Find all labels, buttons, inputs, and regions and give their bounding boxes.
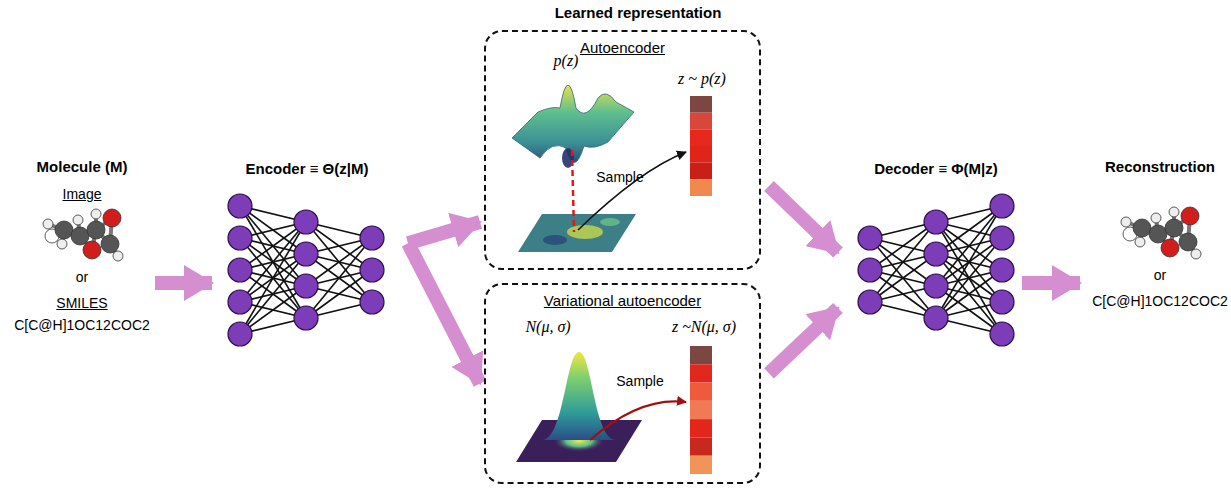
smiles-string: C[C@H]1OC12COC2 bbox=[1092, 292, 1228, 310]
node-heading: Variational autoencoder bbox=[486, 292, 759, 309]
latent-cell bbox=[690, 364, 712, 382]
latent-cell bbox=[690, 146, 712, 163]
atom bbox=[1121, 217, 1131, 227]
atom bbox=[1191, 249, 1201, 259]
node-heading: Autoencoder bbox=[486, 39, 759, 56]
atom bbox=[101, 235, 119, 253]
math-label: p(z) bbox=[554, 52, 579, 70]
atom bbox=[1169, 207, 1179, 217]
neuron bbox=[360, 258, 384, 282]
latent-cell bbox=[690, 179, 712, 196]
atom bbox=[83, 241, 101, 259]
neuron bbox=[858, 258, 882, 282]
atom bbox=[1135, 237, 1145, 247]
latent-cell bbox=[690, 419, 712, 437]
section-heading: Learned representation bbox=[555, 4, 722, 22]
atom bbox=[113, 251, 123, 261]
atom bbox=[91, 209, 101, 219]
flow-arrow bbox=[769, 186, 838, 253]
node-heading: Decoder ≡ Φ(M|z) bbox=[842, 160, 1030, 177]
neuron bbox=[990, 258, 1014, 282]
atom bbox=[1165, 219, 1183, 237]
flow-arrow bbox=[408, 222, 480, 243]
or-text: or bbox=[76, 268, 88, 286]
neuron bbox=[924, 210, 948, 234]
latent-cell bbox=[690, 456, 712, 474]
atom bbox=[1181, 207, 1199, 225]
latent-cell bbox=[690, 163, 712, 180]
sample-label: Sample bbox=[596, 168, 643, 186]
input-heading: Molecule (M) bbox=[37, 158, 128, 176]
math-label: z ~N(μ, σ) bbox=[672, 318, 736, 336]
neuron bbox=[990, 226, 1014, 250]
atom bbox=[1133, 219, 1151, 237]
decoder-network: Decoder ≡ Φ(M|z) bbox=[842, 160, 1030, 345]
neuron bbox=[228, 258, 252, 282]
neuron bbox=[294, 274, 318, 298]
neuron bbox=[990, 290, 1014, 314]
neuron bbox=[228, 194, 252, 218]
atom bbox=[71, 227, 89, 245]
latent-cell bbox=[690, 401, 712, 419]
encoder-network: Encoder ≡ Θ(z|M) bbox=[214, 160, 400, 345]
latent-cell bbox=[690, 437, 712, 455]
neuron bbox=[924, 306, 948, 330]
atom bbox=[1161, 239, 1179, 257]
latent-cell bbox=[690, 113, 712, 130]
atom bbox=[73, 215, 83, 225]
or-text: or bbox=[1154, 266, 1166, 284]
atom bbox=[55, 221, 73, 239]
neuron bbox=[924, 242, 948, 266]
atom bbox=[87, 221, 105, 239]
neuron bbox=[360, 290, 384, 314]
flow-arrow bbox=[408, 243, 480, 383]
smiles-string: C[C@H]1OC12COC2 bbox=[14, 316, 150, 334]
neuron bbox=[858, 290, 882, 314]
neuron bbox=[228, 322, 252, 346]
latent-cell bbox=[690, 129, 712, 146]
atom bbox=[1179, 233, 1197, 251]
latent-cell bbox=[690, 383, 712, 401]
output-heading: Reconstruction bbox=[1105, 158, 1215, 176]
latent-cell bbox=[690, 346, 712, 364]
neuron bbox=[228, 290, 252, 314]
neuron bbox=[990, 322, 1014, 346]
neuron bbox=[228, 226, 252, 250]
neuron bbox=[360, 226, 384, 250]
atom bbox=[43, 219, 53, 229]
neuron bbox=[990, 194, 1014, 218]
atom bbox=[57, 239, 67, 249]
math-label: N(μ, σ) bbox=[525, 318, 570, 336]
sample-label: Sample bbox=[616, 372, 663, 390]
atom bbox=[1149, 225, 1167, 243]
neuron bbox=[924, 274, 948, 298]
flow-arrow bbox=[769, 308, 838, 373]
neuron bbox=[294, 242, 318, 266]
neuron bbox=[294, 210, 318, 234]
neuron bbox=[858, 226, 882, 250]
atom bbox=[1151, 213, 1161, 223]
node-heading: Encoder ≡ Θ(z|M) bbox=[214, 160, 400, 177]
latent-cell bbox=[690, 96, 712, 113]
atom bbox=[103, 209, 121, 227]
subheading: SMILES bbox=[56, 294, 107, 312]
autoencoder-box: Autoencoder bbox=[484, 30, 761, 270]
subheading: Image bbox=[63, 185, 102, 203]
neuron bbox=[294, 306, 318, 330]
math-label: z ~ p(z) bbox=[678, 70, 726, 88]
